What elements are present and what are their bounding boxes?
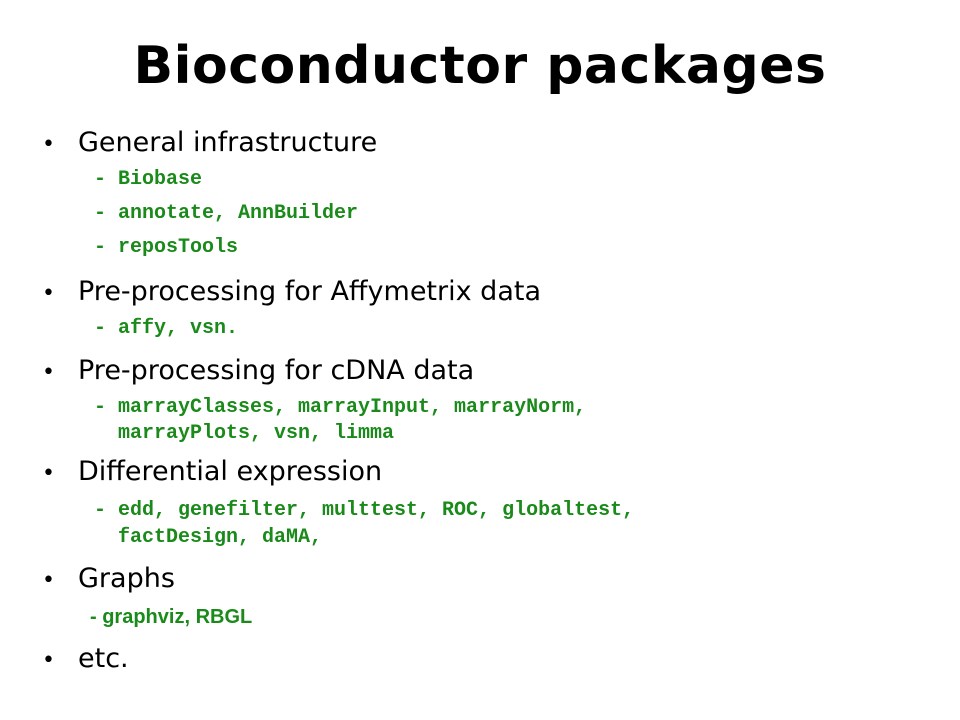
- sub-item: - graphviz, RBGL: [90, 606, 253, 628]
- bullet-dot: •: [42, 132, 55, 157]
- bullet-cdna: • Pre-processing for cDNA data: [42, 354, 474, 390]
- bullet-graphs: • Graphs: [42, 562, 175, 598]
- bullet-label: General infrastructure: [78, 127, 378, 158]
- bullet-dot: •: [42, 568, 55, 593]
- bullet-dot: •: [42, 461, 55, 486]
- sub-item: - annotate, AnnBuilder: [94, 202, 359, 225]
- bullet-label: Graphs: [78, 563, 175, 594]
- bullet-dot: •: [42, 360, 55, 385]
- sub-item: - marrayClasses, marrayInput, marrayNorm…: [94, 396, 587, 419]
- bullet-label: Differential expression: [78, 456, 383, 487]
- slide-title: Bioconductor packages: [133, 36, 827, 96]
- bullet-dot: •: [42, 281, 55, 306]
- bullet-general-infrastructure: • General infrastructure: [42, 126, 377, 162]
- sub-item: - reposTools: [94, 236, 239, 259]
- bullet-affymetrix: • Pre-processing for Affymetrix data: [42, 275, 541, 311]
- bullet-etc: • etc.: [42, 642, 129, 678]
- sub-item: factDesign, daMA,: [94, 526, 323, 549]
- sub-item: - affy, vsn.: [94, 317, 239, 340]
- sub-item: - edd, genefilter, multtest, ROC, global…: [94, 499, 635, 522]
- bullet-dot: •: [42, 648, 55, 673]
- bullet-label: Pre-processing for Affymetrix data: [78, 276, 541, 307]
- bullet-label: Pre-processing for cDNA data: [78, 355, 475, 386]
- sub-item: marrayPlots, vsn, limma: [94, 422, 395, 445]
- bullet-differential-expression: • Differential expression: [42, 455, 382, 491]
- bullet-label: etc.: [78, 643, 129, 674]
- sub-item: - Biobase: [94, 168, 203, 191]
